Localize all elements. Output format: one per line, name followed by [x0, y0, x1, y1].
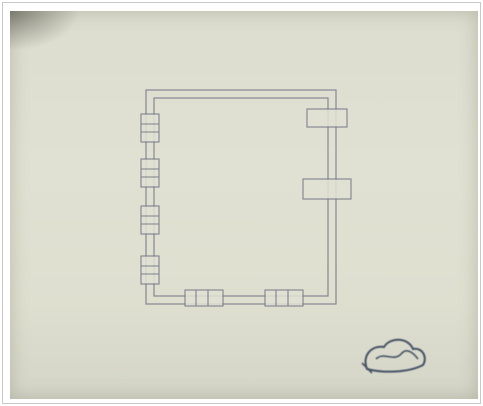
corner-shadow [10, 11, 80, 51]
window-bottom-1 [184, 289, 224, 307]
door-right-1 [306, 108, 348, 128]
window-left-4 [140, 255, 160, 285]
document-paper [10, 11, 478, 399]
door-right-2 [302, 178, 352, 200]
building-plan [140, 89, 426, 374]
window-left-3 [140, 205, 160, 235]
official-stamp [361, 338, 426, 374]
plan-inner-outline [153, 97, 329, 297]
window-left-1 [140, 113, 160, 143]
window-bottom-2 [264, 289, 304, 307]
window-left-2 [140, 158, 160, 188]
